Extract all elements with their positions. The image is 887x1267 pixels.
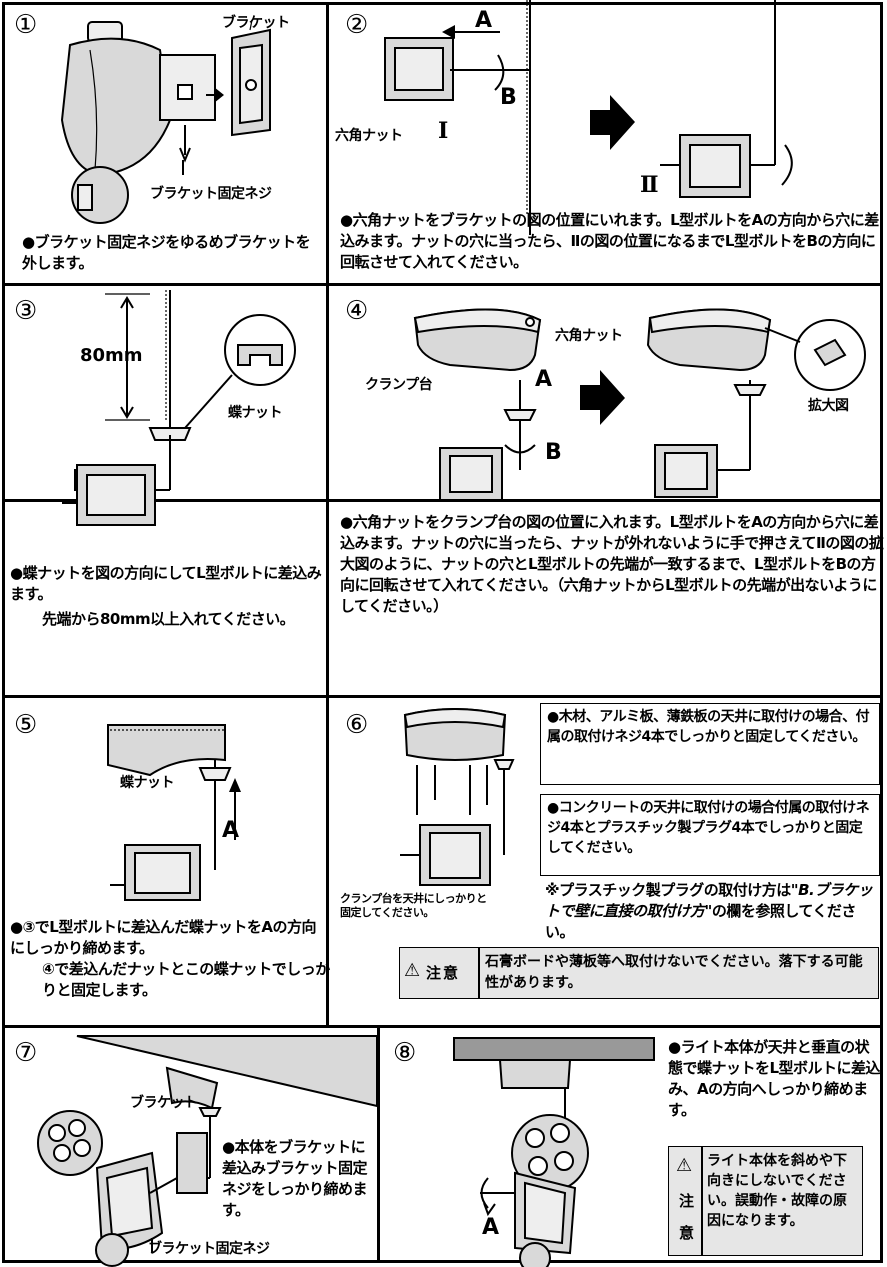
step-number: ②	[345, 10, 369, 40]
bracket-label: ブラケット	[130, 1095, 198, 1111]
step-text: ●蝶ナットを図の方向にしてL型ボルトに差込みます。	[10, 564, 322, 603]
divider	[2, 695, 883, 698]
step-text-2: ④で差込んだナットとこの蝶ナットでしっかりと固定します。	[42, 960, 330, 999]
bolt-assembly-illustration	[384, 0, 793, 235]
step-number: ③	[14, 296, 38, 326]
step-text: ●ブラケット固定ネジをゆるめブラケットを外します。	[22, 233, 311, 272]
direction-a-label: A	[482, 1215, 500, 1240]
step-text: ●六角ナットをクランプ台の図の位置に入れます。L型ボルトをAの方向から穴に差込み…	[340, 513, 884, 615]
warning-divider	[478, 948, 480, 998]
concrete-ceiling-note: ●コンクリートの天井に取付けの場合付属の取付けネジ4本とプラスチック製プラグ4本…	[540, 794, 880, 876]
figure-2-label: Ⅱ	[640, 172, 659, 198]
direction-a-label: A	[475, 8, 493, 33]
divider	[326, 2, 329, 1027]
divider	[377, 1027, 380, 1263]
warning-box: ⚠ 注意 ライト本体を斜めや下向きにしないでください。誤動作・故障の原因になりま…	[668, 1146, 863, 1256]
warning-label: 注意	[426, 964, 461, 982]
wing-nut-label: 蝶ナット	[120, 775, 175, 791]
final-light-illustration	[453, 1037, 655, 1267]
bracket-screw-label: ブラケット固定ネジ	[148, 1241, 270, 1257]
hex-nut-label: 六角ナット	[555, 328, 623, 344]
enlarged-view-label: 拡大図	[808, 398, 849, 414]
figure-1-label: Ⅰ	[438, 118, 449, 144]
step-number: ①	[14, 10, 38, 40]
direction-b-label: B	[500, 85, 517, 110]
clamp-base-label: クランプ台	[365, 377, 433, 393]
divider	[2, 283, 883, 286]
tightening-illustration	[107, 724, 241, 901]
warning-icon: ⚠	[676, 1155, 693, 1176]
step-number: ④	[345, 296, 369, 326]
clamp-base-illustration	[413, 308, 866, 501]
warning-text: ライト本体を斜めや下向きにしないでください。誤動作・故障の原因になります。	[707, 1153, 847, 1229]
light-body-illustration	[60, 19, 271, 224]
step-number: ⑧	[393, 1038, 417, 1068]
step-text-2: 先端から80mm以上入れてください。	[42, 610, 295, 628]
wood-ceiling-note: ●木材、アルミ板、薄鉄板の天井に取付けの場合、付属の取付けネジ4本でしっかりと固…	[540, 703, 880, 785]
divider	[2, 1025, 883, 1028]
bracket-label: ブラケット	[222, 15, 290, 31]
length-label: 80mm	[80, 345, 143, 366]
attach-body-illustration	[37, 1035, 378, 1267]
bracket-screw-label: ブラケット固定ネジ	[150, 186, 272, 202]
hex-nut-label: 六角ナット	[335, 128, 403, 144]
warning-box: ⚠ 注意 石膏ボードや薄板等へ取付けないでください。落下する可能性があります。	[399, 947, 879, 999]
step-text: ●ライト本体が天井と垂直の状態で蝶ナットをL型ボルトに差込み、Aの方向へしっかり…	[668, 1038, 881, 1119]
step-text: ●本体をブラケットに差込みブラケット固定ネジをしっかり締めます。	[222, 1138, 368, 1219]
plug-reference-note: ※プラスチック製プラグの取付け方は"B.ブラケットで壁に直接の取付け方"の欄を参…	[545, 881, 873, 941]
step-text: ●六角ナットをブラケットの図の位置にいれます。L型ボルトをAの方向から穴に差込み…	[340, 211, 879, 271]
step-number: ⑦	[14, 1038, 38, 1068]
step-text: ●③でL型ボルトに差込んだ蝶ナットをAの方向にしっかり締めます。	[10, 918, 316, 957]
warning-text: 石膏ボードや薄板等へ取付けないでください。落下する可能性があります。	[485, 954, 863, 991]
direction-a-label: A	[222, 818, 240, 843]
warning-divider	[701, 1147, 703, 1255]
bracket-illustration	[62, 435, 171, 526]
warning-label: 注意	[679, 1192, 695, 1242]
direction-b-label: B	[545, 440, 562, 465]
step-number: ⑥	[345, 710, 369, 740]
clamp-caption: クランプ台を天井にしっかりと固定してください。	[340, 892, 487, 919]
wing-nut-label: 蝶ナット	[228, 405, 283, 421]
step-number: ⑤	[14, 710, 38, 740]
ceiling-mount-illustration	[400, 708, 515, 886]
warning-icon: ⚠	[404, 960, 421, 981]
direction-a-label: A	[535, 367, 553, 392]
